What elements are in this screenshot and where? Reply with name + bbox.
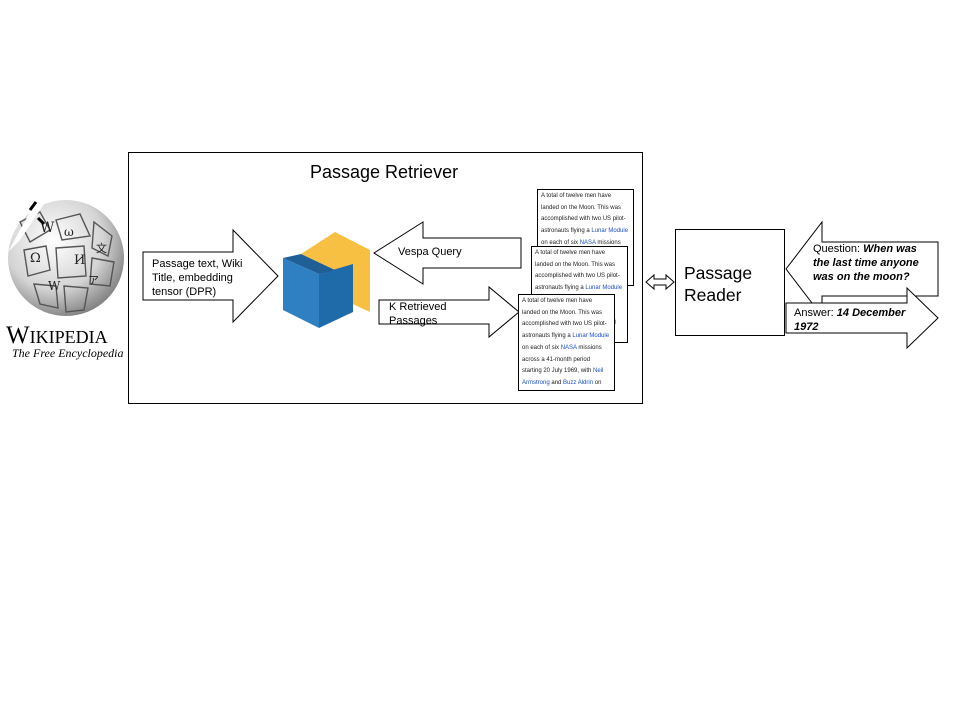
passage-link[interactable]: Lunar Module — [585, 285, 623, 292]
passage-text: landed on the Moon. This was — [541, 204, 621, 211]
passage-line: on each of six NASA missions — [522, 343, 611, 355]
passage-text: on each of six — [541, 239, 580, 246]
passage-text: missions — [595, 239, 621, 246]
svg-text:И: И — [74, 253, 85, 268]
passage-line: accomplished with two US pilot- — [522, 319, 611, 331]
passage-line: landed on the Moon. This was — [541, 203, 630, 215]
passage-line: astronauts flying a Lunar Module — [541, 226, 630, 238]
passage-link[interactable]: Neil — [593, 368, 604, 375]
passage-document: A total of twelve men have landed on the … — [518, 294, 615, 391]
passage-link[interactable]: Lunar Module — [572, 333, 610, 340]
passage-line: astronauts flying a Lunar Module — [535, 283, 624, 295]
passage-line: A total of twelve men have — [541, 191, 630, 203]
passage-link[interactable]: NASA — [579, 239, 596, 246]
passage-line: landed on the Moon. This was — [522, 308, 611, 320]
passage-text: A total of twelve men have — [535, 250, 606, 256]
passage-text: on — [593, 379, 602, 386]
passage-line: on each of six NASA missions — [541, 238, 630, 250]
svg-text:Ω: Ω — [30, 251, 41, 266]
passage-line: Armstrong and Buzz Aldrin on — [522, 378, 611, 390]
passage-link[interactable]: Lunar Module — [591, 228, 629, 235]
passage-text: A total of twelve men have — [522, 298, 593, 304]
retriever-title: Passage Retriever — [310, 162, 459, 182]
passage-line: starting 20 July 1969, with Neil — [522, 366, 611, 378]
passage-text: across a 41-month period — [522, 356, 591, 363]
passage-text: on each of six — [522, 344, 561, 351]
input-arrow — [142, 228, 279, 324]
passage-link[interactable]: Armstrong — [522, 379, 550, 386]
passage-text: A total of twelve men have — [541, 193, 612, 199]
passage-line: astronauts flying a Lunar Module — [522, 331, 611, 343]
passage-text: missions — [576, 344, 602, 351]
passage-line: A total of twelve men have — [522, 296, 611, 308]
passage-text: astronauts flying a — [541, 228, 592, 235]
passage-line: landed on the Moon. This was — [535, 260, 624, 272]
passage-line: Apollo 11, and ending on 14 — [522, 390, 611, 391]
bidirectional-arrow — [645, 273, 675, 291]
question-text: Question: When was the last time anyone … — [813, 243, 919, 283]
answer-text: Answer: 14 December 1972 — [794, 307, 906, 333]
input-arrow-label: Passage text, Wiki Title, embedding tens… — [152, 258, 243, 298]
wikipedia-tagline: The Free Encyclopedia — [12, 346, 124, 360]
question-arrow — [785, 220, 939, 318]
passage-line: A total of twelve men have — [535, 248, 624, 260]
passage-text: landed on the Moon. This was — [522, 309, 602, 316]
passage-text: starting 20 July 1969, with — [522, 368, 594, 375]
retrieved-passages-label: K Retrieved Passages — [389, 301, 447, 327]
passage-reader-label: Passage Reader — [684, 263, 753, 305]
passage-line: accomplished with two US pilot- — [535, 271, 624, 283]
retrieved-passages-arrow — [378, 285, 520, 339]
vespa-logo-icon — [283, 232, 370, 328]
passage-text: landed on the Moon. This was — [535, 261, 615, 268]
passage-line: accomplished with two US pilot- — [541, 214, 630, 226]
passage-text: accomplished with two US pilot- — [541, 216, 626, 223]
svg-text:ア: ア — [88, 274, 99, 287]
passage-text: accomplished with two US pilot- — [535, 273, 620, 280]
answer-arrow — [785, 286, 939, 350]
passage-link[interactable]: NASA — [560, 344, 577, 351]
svg-text:W: W — [48, 279, 61, 293]
passage-line: across a 41-month period — [522, 355, 611, 367]
vespa-query-arrow — [373, 221, 522, 285]
passage-link[interactable]: Buzz Aldrin — [563, 379, 594, 386]
passage-text: astronauts flying a — [522, 333, 573, 340]
wikipedia-logo: W ω Ω И 文 W ア Wikipedia The Free Encyclo… — [0, 192, 130, 362]
svg-text:ω: ω — [64, 225, 74, 239]
passage-text: accomplished with two US pilot- — [522, 321, 607, 328]
wikipedia-wordmark: Wikipedia — [6, 322, 108, 349]
puzzle-globe-icon: W ω Ω И 文 W ア — [8, 200, 124, 316]
svg-text:文: 文 — [96, 241, 107, 255]
passage-text: and — [549, 379, 564, 386]
passage-reader-box — [675, 229, 785, 336]
passage-retriever-box — [128, 152, 643, 404]
passage-text: astronauts flying a — [535, 285, 586, 292]
vespa-query-label: Vespa Query — [398, 246, 462, 258]
